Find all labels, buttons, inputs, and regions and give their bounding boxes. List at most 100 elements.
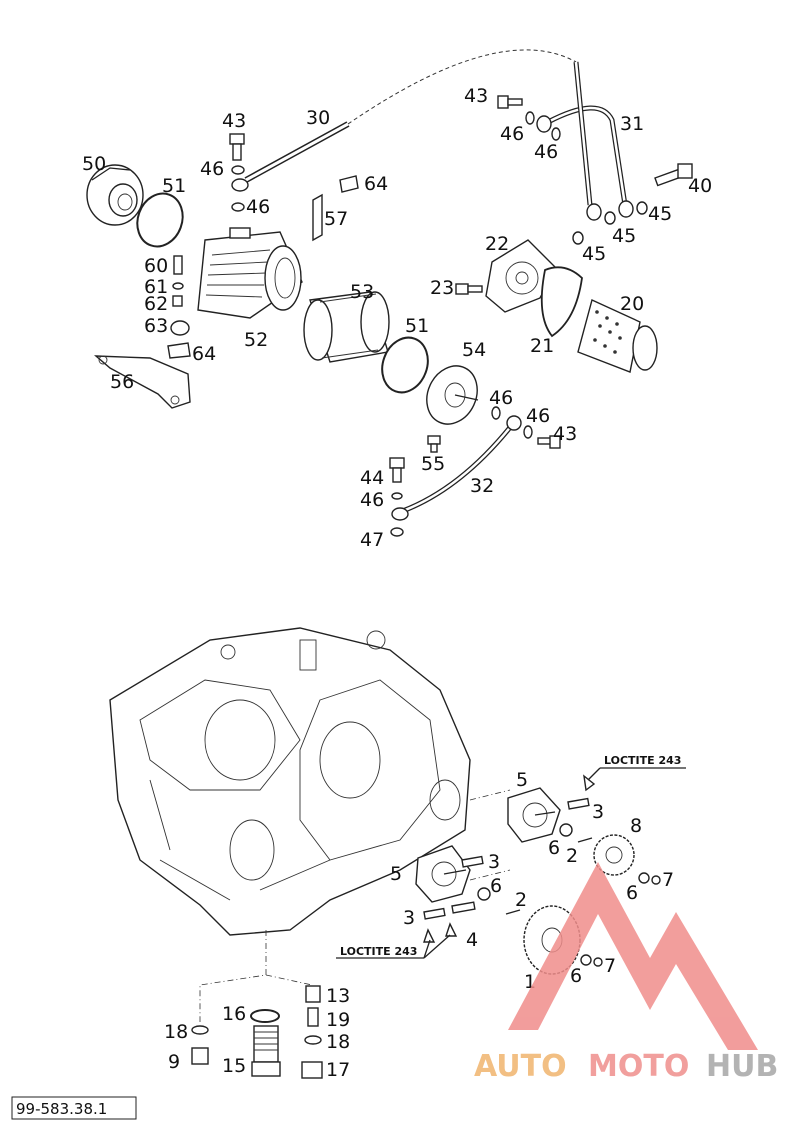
label-40: 40: [688, 175, 712, 197]
drawing-code-box: [11, 1096, 137, 1120]
label-2-a: 2: [566, 845, 578, 867]
part-60-bolt: [173, 255, 183, 275]
label-4: 4: [466, 929, 478, 951]
part-45-banjo-right: [618, 200, 634, 218]
part-46-banjo-g: [391, 507, 409, 521]
label-46-e: 46: [489, 387, 513, 409]
label-62: 62: [144, 293, 168, 315]
part-45-washer-b: [604, 211, 616, 225]
label-55: 55: [421, 453, 445, 475]
label-43-a: 43: [222, 110, 246, 132]
watermark-logo: AUTO MOTO HUB: [474, 862, 778, 1084]
part-18-washer-left: [191, 1025, 209, 1035]
label-20: 20: [620, 293, 644, 315]
part-5-pump-housing-bottom: [415, 845, 471, 903]
drawing-code: 99-583.38.1: [16, 1100, 107, 1118]
part-30-oil-pipe: [244, 121, 350, 183]
label-46-f: 46: [526, 405, 550, 427]
part-16-o-ring: [250, 1009, 280, 1023]
label-46-c: 46: [500, 123, 524, 145]
part-46-washer-g: [391, 492, 403, 500]
part-2-pin-a: [577, 837, 593, 843]
label-46-b: 46: [246, 196, 270, 218]
part-64-clip-top: [339, 175, 359, 193]
loctite-note-bottom: LOCTITE 243: [340, 945, 417, 958]
label-44: 44: [360, 467, 384, 489]
label-5-b: 5: [390, 863, 402, 885]
part-54-filter-cover: [426, 365, 479, 425]
part-loctite-drop-b2: [445, 922, 458, 937]
label-18-b: 18: [164, 1021, 188, 1043]
part-46-washer-c: [525, 111, 535, 125]
label-16: 16: [222, 1003, 246, 1025]
label-45-b: 45: [612, 225, 636, 247]
part-5-pump-housing-top: [507, 787, 561, 843]
part-45-banjo-left: [586, 203, 602, 221]
part-17-plug: [301, 1061, 323, 1079]
part-40-banjo-bolt: [654, 163, 693, 187]
label-43-b: 43: [464, 85, 488, 107]
label-6-d: 6: [570, 965, 582, 987]
label-3-a: 3: [592, 801, 604, 823]
label-57: 57: [324, 208, 348, 230]
label-54: 54: [462, 339, 486, 361]
part-46-washer-d: [551, 127, 561, 141]
part-20-filter-screen: [577, 299, 658, 373]
part-43-banjo-bolt-top-left: [229, 133, 245, 161]
label-64-a: 64: [364, 173, 388, 195]
label-53: 53: [350, 281, 374, 303]
part-6-washer-b: [477, 887, 491, 901]
part-loctite-drop-b1: [423, 928, 436, 943]
axis-line-drain: [199, 930, 313, 1022]
part-46-banjo-c: [536, 115, 552, 133]
part-loctite-drop-top: [583, 774, 596, 792]
watermark-hub: HUB: [706, 1049, 778, 1084]
label-23: 23: [430, 277, 454, 299]
label-7-a: 7: [662, 869, 674, 891]
part-46-washer-a: [231, 165, 245, 175]
label-13: 13: [326, 985, 350, 1007]
part-50-filter-cover: [86, 164, 144, 226]
part-56-bracket-plate: [94, 355, 191, 409]
part-labels: 43 30 50 51 46 46 64 57 60 61 62 63 64 5…: [82, 85, 712, 1081]
label-45-c: 45: [582, 243, 606, 265]
part-63-grommet: [170, 320, 190, 336]
label-47: 47: [360, 529, 384, 551]
label-31: 31: [620, 113, 644, 135]
part-45-washer-a: [572, 231, 584, 245]
part-6-washer-c: [638, 872, 650, 884]
label-6-b: 6: [490, 875, 502, 897]
part-51-o-ring-2: [381, 336, 429, 394]
part-21-gasket: [540, 266, 583, 338]
watermark-moto: MOTO: [588, 1049, 689, 1084]
label-2-b: 2: [515, 889, 527, 911]
label-5-a: 5: [516, 769, 528, 791]
part-51-o-ring: [136, 192, 184, 248]
label-56: 56: [110, 371, 134, 393]
part-6-washer-d: [580, 954, 592, 966]
label-45-a: 45: [648, 203, 672, 225]
label-43-c: 43: [553, 423, 577, 445]
part-3-screw-c: [423, 907, 446, 920]
part-64-clip-bottom: [167, 342, 191, 359]
label-50: 50: [82, 153, 106, 175]
loctite-leader-top: [587, 767, 601, 781]
part-61-washer: [172, 282, 184, 290]
part-46-washer-f: [523, 425, 533, 439]
part-8-gear: [593, 834, 635, 876]
part-13-spacer: [305, 985, 321, 1003]
label-6-a: 6: [548, 837, 560, 859]
part-46-washer-e: [491, 406, 501, 420]
label-3-c: 3: [403, 907, 415, 929]
label-51-b: 51: [405, 315, 429, 337]
part-32-oil-pipe: [399, 423, 514, 515]
part-47-washer: [390, 527, 404, 537]
part-6-washer-a: [559, 823, 573, 837]
label-64-b: 64: [192, 343, 216, 365]
part-43-banjo-bolt-top-right: [497, 95, 523, 109]
part-9-plug: [191, 1047, 209, 1065]
label-51-a: 51: [162, 175, 186, 197]
part-15-oil-screen: [251, 1025, 281, 1077]
part-4-screw: [451, 901, 476, 914]
